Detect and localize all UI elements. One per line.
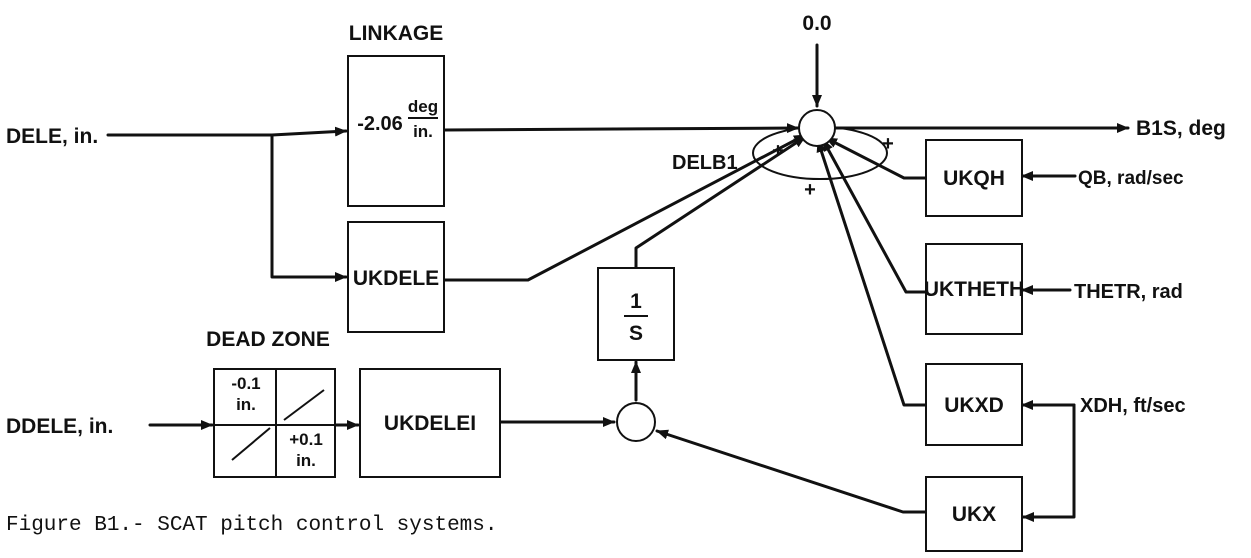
thetr-input-label: THETR, rad <box>1074 281 1183 303</box>
ukdelei-label: UKDELEI <box>384 412 476 435</box>
xdh-to-ukx-wire <box>1021 403 1076 522</box>
dele-input-label: DELE, in. <box>6 125 98 148</box>
linkage-unit-denominator: in. <box>413 122 433 141</box>
qb-input-label: QB, rad/sec <box>1078 168 1184 189</box>
dele-to-linkage-wire <box>270 126 348 137</box>
ukqh-label: UKQH <box>943 167 1005 190</box>
ukx-to-sum2-wire <box>655 429 928 514</box>
ukdelei-block <box>359 368 501 478</box>
uktheth-label: UKTHETH <box>924 278 1024 301</box>
b1s-output-label: B1S, deg <box>1136 117 1226 140</box>
integrator-to-sum-wire <box>634 135 807 270</box>
ukx-block <box>925 476 1023 552</box>
ukxd-to-sum-wire <box>816 139 928 407</box>
ukqh-to-sum-wire <box>824 136 928 180</box>
uktheth-to-sum-wire <box>821 138 928 294</box>
deadzone-upper-curve <box>283 389 325 421</box>
linkage-to-sum-wire <box>442 123 800 134</box>
uktheth-block <box>925 243 1023 335</box>
ukx-label: UKX <box>952 503 996 526</box>
ukdele-label: UKDELE <box>353 267 439 290</box>
figure-caption: Figure B1.- SCAT pitch control systems. <box>6 514 497 537</box>
zero-input-label: 0.0 <box>802 12 831 35</box>
ukqh-block <box>925 139 1023 217</box>
integrator-block <box>597 267 675 361</box>
dead-zone-title: DEAD ZONE <box>206 328 330 351</box>
delb1-label: DELB1 <box>672 152 738 174</box>
deadzone-lower-value: +0.1 <box>289 430 323 449</box>
deadzone-upper-unit: in. <box>236 395 256 414</box>
plus-sign-left: + <box>772 140 784 162</box>
deadzone-lower-curve <box>231 427 271 461</box>
plus-sign-right: + <box>882 133 894 155</box>
linkage-block <box>347 55 445 207</box>
linkage-unit-numerator: deg <box>408 97 438 116</box>
linkage-gain: -2.06 <box>357 113 403 135</box>
deadzone-upper-value: -0.1 <box>231 374 260 393</box>
ukdele-to-sum-wire <box>442 133 807 282</box>
xdh-input-label: XDH, ft/sec <box>1080 395 1186 417</box>
ukxd-block <box>925 363 1023 446</box>
ddele-input-label: DDELE, in. <box>6 415 113 438</box>
main-summing-junction <box>798 109 836 147</box>
dele-to-ukdele-wire <box>270 133 348 282</box>
ukxd-label: UKXD <box>944 394 1004 417</box>
integrator-denominator: S <box>629 322 643 345</box>
linkage-title: LINKAGE <box>349 22 444 45</box>
integrator-numerator: 1 <box>630 290 642 313</box>
integrator-summing-junction <box>616 402 656 442</box>
ukdele-block <box>347 221 445 333</box>
plus-sign-bottom: + <box>804 179 816 201</box>
deadzone-lower-unit: in. <box>296 451 316 470</box>
